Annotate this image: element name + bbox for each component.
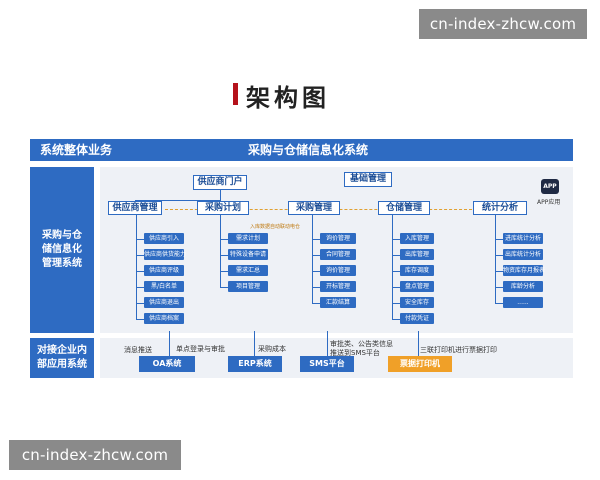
watermark-top: cn-index-zhcw.com (419, 9, 587, 39)
module-sub-item: 供应商档案 (144, 313, 184, 324)
module-sub-item: 询价管理 (320, 233, 356, 244)
module-sub-item: ...... (503, 297, 543, 308)
module-trunk-line (495, 215, 496, 303)
sub-item-connector (392, 270, 400, 272)
sub-item-connector (312, 238, 320, 240)
page-title: 架构图 (246, 84, 330, 112)
oa-system-box: OA系统 (139, 356, 195, 372)
module-trunk-line (312, 215, 313, 303)
note-sms: 审批类、公告类信息 推送到SMS平台 (330, 340, 393, 357)
sub-item-connector (136, 302, 144, 304)
portal-connector (220, 190, 221, 200)
printer-box: 票据打印机 (388, 356, 452, 372)
module-sub-item: 供应商供货能力 (144, 249, 187, 260)
printer-connector (418, 331, 419, 356)
app-icon-text: APP (543, 183, 557, 190)
module-sub-item: 进库统计分析 (503, 233, 543, 244)
sub-item-connector (392, 254, 400, 256)
sub-item-connector (220, 238, 228, 240)
sub-item-connector (495, 270, 503, 272)
module-sub-item: 项目管理 (228, 281, 268, 292)
module-node: 供应商管理 (108, 201, 162, 215)
module-sub-item: 合同管理 (320, 249, 356, 260)
module-sub-item: 入库管理 (400, 233, 434, 244)
erp-connector (254, 331, 255, 356)
sub-item-connector (392, 238, 400, 240)
sub-item-connector (495, 286, 503, 288)
sub-item-connector (220, 254, 228, 256)
note-printer: 三联打印机进行票据打印 (420, 346, 497, 354)
title-accent-bar (233, 83, 238, 105)
sub-item-connector (220, 270, 228, 272)
sub-item-connector (312, 270, 320, 272)
header-right: 采购与仓储信息化系统 (248, 143, 369, 157)
side-bottom-label: 对接企业内 部应用系统 (30, 338, 94, 378)
module-sub-item: 供应商引入 (144, 233, 184, 244)
sub-item-connector (495, 238, 503, 240)
oa-connector (169, 331, 170, 356)
module-node: 仓储管理 (378, 201, 430, 215)
module-sub-item: 供应商退出 (144, 297, 184, 308)
side-bottom-text: 对接企业内 部应用系统 (37, 345, 87, 370)
module-sub-item: 出库管理 (400, 249, 434, 260)
base-management-node: 基础管理 (344, 172, 392, 187)
header-left: 系统整体业务 (40, 143, 113, 157)
module-node: 采购计划 (197, 201, 249, 215)
erp-system-box: ERP系统 (228, 356, 282, 372)
watermark-bottom: cn-index-zhcw.com (9, 440, 181, 470)
module-node: 采购管理 (288, 201, 340, 215)
module-sub-item: 盘点管理 (400, 281, 434, 292)
module-sub-item: 特殊设备申请 (228, 249, 268, 260)
app-icon: APP (541, 179, 559, 194)
module-sub-item: 供应商评级 (144, 265, 184, 276)
module-sub-item: 出库统计分析 (503, 249, 543, 260)
sms-platform-box: SMS平台 (300, 356, 354, 372)
module-trunk-line (392, 215, 393, 319)
sub-item-connector (312, 286, 320, 288)
module-sub-item: 库存调度 (400, 265, 434, 276)
module-sub-item: 需求计划 (228, 233, 268, 244)
module-trunk-line (220, 215, 221, 287)
sub-item-connector (136, 286, 144, 288)
note-sso: 单点登录与审批 (176, 345, 225, 353)
module-sub-item: 开标管理 (320, 281, 356, 292)
header-bar: 系统整体业务 采购与仓储信息化系统 (30, 139, 573, 161)
module-sub-item: 付款凭证 (400, 313, 434, 324)
note-message-push: 消息推送 (124, 346, 152, 354)
module-node: 统计分析 (473, 201, 527, 215)
sub-item-connector (495, 254, 503, 256)
portal-branch-line (135, 200, 221, 201)
sub-item-connector (495, 302, 503, 304)
module-sub-item: 需求汇总 (228, 265, 268, 276)
sub-item-connector (136, 254, 144, 256)
module-sub-item: 汇款结算 (320, 297, 356, 308)
sub-item-connector (312, 302, 320, 304)
sub-item-connector (392, 318, 400, 320)
module-sub-item: 黑/白名单 (144, 281, 184, 292)
sms-connector (327, 331, 328, 356)
sub-item-connector (136, 318, 144, 320)
sub-item-connector (392, 302, 400, 304)
module-sub-item: 询价管理 (320, 265, 356, 276)
sub-item-connector (136, 238, 144, 240)
dashed-note: 入库数据自动联动电仓 (250, 224, 301, 230)
side-main-label: 采购与仓 储信息化 管理系统 (30, 167, 94, 333)
app-label: APP应用 (537, 199, 561, 206)
module-sub-item: 库龄分析 (503, 281, 543, 292)
sub-item-connector (220, 286, 228, 288)
sub-item-connector (136, 270, 144, 272)
sub-item-connector (312, 254, 320, 256)
sub-item-connector (392, 286, 400, 288)
module-trunk-line (136, 215, 137, 319)
module-sub-item: 安全库存 (400, 297, 434, 308)
note-purchase-cost: 采购成本 (258, 345, 286, 353)
side-main-text: 采购与仓 储信息化 管理系统 (42, 230, 82, 269)
supplier-portal-node: 供应商门户 (193, 175, 247, 190)
module-sub-item: 物资库存月报表 (503, 265, 546, 276)
